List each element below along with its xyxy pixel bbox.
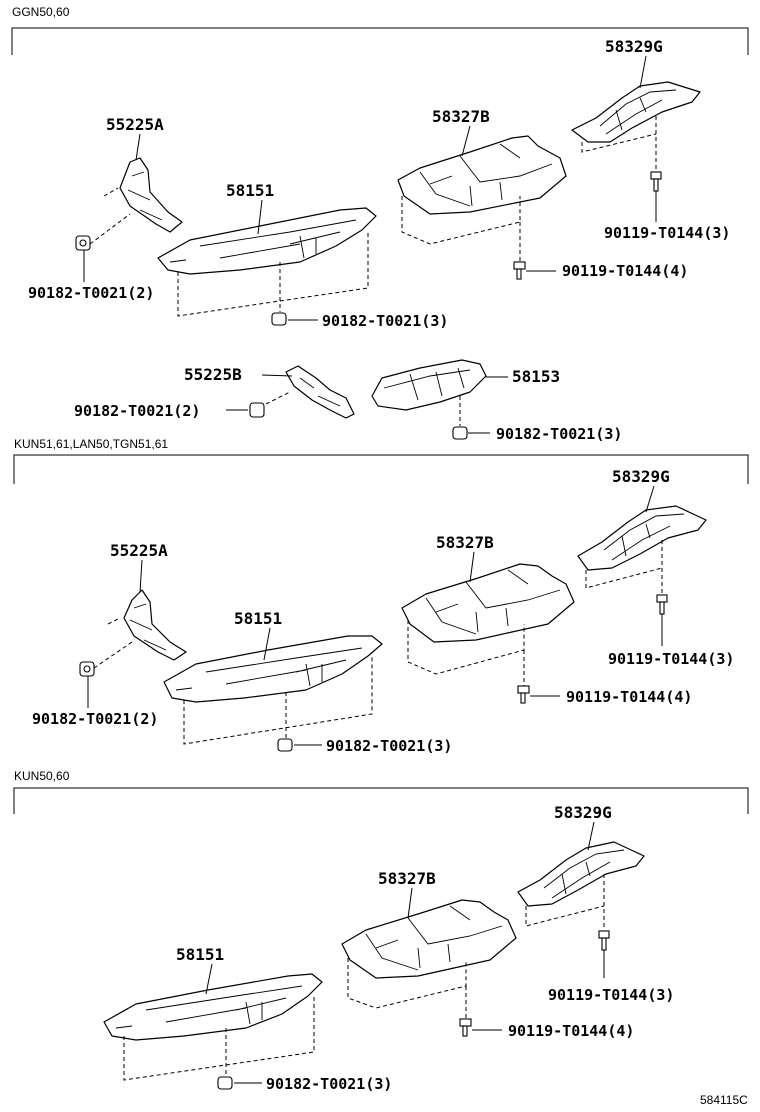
part-55225A[interactable] xyxy=(119,157,183,233)
label-58151: 58151 xyxy=(226,181,274,200)
clip-icon xyxy=(79,661,95,677)
label-bolt-3: 90119-T0144(3) xyxy=(608,650,734,668)
label-58327B: 58327B xyxy=(436,533,494,552)
label-bolt-3: 90119-T0144(3) xyxy=(548,986,674,1004)
part-58329G[interactable] xyxy=(571,81,701,143)
label-58329G: 58329G xyxy=(605,37,663,56)
label-58151: 58151 xyxy=(176,945,224,964)
diagram-code: 584115C xyxy=(700,1093,748,1107)
part-58329G[interactable] xyxy=(577,505,707,571)
part-58327B[interactable] xyxy=(341,899,517,979)
label-bolt-4: 90119-T0144(4) xyxy=(508,1022,634,1040)
part-55225A[interactable] xyxy=(123,589,187,661)
label-55225A: 55225A xyxy=(110,541,168,560)
section-ggn: GGN50,60 58329G 90119-T0144(3) 58327B 90… xyxy=(11,5,749,443)
part-58327B[interactable] xyxy=(401,563,575,643)
bolt-icon xyxy=(517,685,530,704)
label-58329G: 58329G xyxy=(612,467,670,486)
clip-icon xyxy=(249,402,265,418)
part-58327B[interactable] xyxy=(397,135,567,215)
bolt-icon xyxy=(598,930,610,951)
label-clip-2: 90182-T0021(2) xyxy=(32,710,158,728)
part-58153[interactable] xyxy=(371,359,487,411)
label-58329G: 58329G xyxy=(554,803,612,822)
section-title: GGN50,60 xyxy=(12,5,70,19)
part-58151[interactable] xyxy=(157,207,377,275)
label-clip-3: 90182-T0021(3) xyxy=(326,737,452,755)
label-55225A: 55225A xyxy=(106,115,164,134)
label-clip-3: 90182-T0021(3) xyxy=(266,1075,392,1093)
label-58151: 58151 xyxy=(234,609,282,628)
bolt-icon xyxy=(656,594,668,615)
bolt-icon xyxy=(513,261,526,280)
section-kun51: KUN51,61,LAN50,TGN51,61 58329G 90119-T01… xyxy=(13,437,749,755)
section-bracket xyxy=(13,787,749,814)
part-58151[interactable] xyxy=(163,635,383,703)
bolt-icon xyxy=(459,1018,472,1037)
label-bolt-3: 90119-T0144(3) xyxy=(604,224,730,242)
clip-icon xyxy=(217,1076,233,1090)
section-bracket xyxy=(13,454,749,484)
section-title: KUN50,60 xyxy=(14,769,70,783)
part-58151[interactable] xyxy=(103,973,323,1041)
label-bolt-4: 90119-T0144(4) xyxy=(562,262,688,280)
section-title: KUN51,61,LAN50,TGN51,61 xyxy=(14,437,168,451)
clip-icon xyxy=(452,426,468,440)
label-55225B: 55225B xyxy=(184,365,242,384)
section-kun50: KUN50,60 58329G 90119-T0144(3) 58327B 90… xyxy=(13,769,749,1093)
label-clip-3: 90182-T0021(3) xyxy=(322,312,448,330)
label-bolt-4: 90119-T0144(4) xyxy=(566,688,692,706)
label-clip-2: 90182-T0021(2) xyxy=(74,402,200,420)
clip-icon xyxy=(271,312,287,326)
part-58329G[interactable] xyxy=(517,841,645,907)
part-55225B[interactable] xyxy=(285,365,355,419)
clip-icon xyxy=(277,738,293,752)
clip-icon xyxy=(75,235,91,251)
label-58327B: 58327B xyxy=(432,107,490,126)
label-58153: 58153 xyxy=(512,367,560,386)
section-bracket xyxy=(11,27,749,55)
label-58327B: 58327B xyxy=(378,869,436,888)
label-clip-3: 90182-T0021(3) xyxy=(496,425,622,443)
label-clip-2: 90182-T0021(2) xyxy=(28,284,154,302)
bolt-icon xyxy=(650,171,662,192)
